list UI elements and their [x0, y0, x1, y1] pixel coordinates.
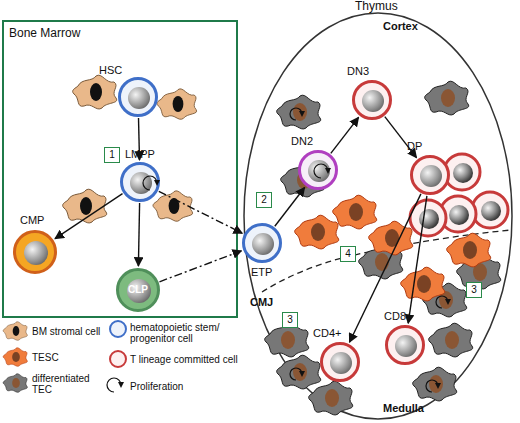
- nucleus: [362, 90, 384, 112]
- nucleus: [395, 335, 417, 357]
- legend-text: Proliferation: [130, 381, 230, 392]
- nucleus: [420, 165, 442, 187]
- nucleus: [130, 172, 152, 194]
- thymus-ellipse: [244, 13, 512, 419]
- callout-number: 1: [104, 147, 120, 163]
- diagram-title: Thymus: [355, 0, 398, 12]
- cell-label: DN2: [291, 135, 313, 147]
- cell-circle: CD4+: [320, 342, 360, 382]
- cell-label: CD8+: [384, 310, 412, 322]
- bm-stroma: [63, 75, 197, 223]
- legend-text: hematopoietic stem/ progenitor cell: [130, 322, 235, 344]
- zone-label: Medulla: [383, 402, 424, 414]
- cell-circle: LMPP: [120, 162, 160, 202]
- migration-arrow: [160, 251, 242, 282]
- legend-text: TESC: [32, 352, 112, 363]
- proliferation-arrow: [107, 378, 121, 392]
- cell-label: LMPP: [125, 148, 155, 160]
- cell-label: ETP: [251, 266, 272, 278]
- cell-label: CD4+: [313, 327, 341, 339]
- proliferation-arrow: [290, 368, 302, 380]
- cell-circle: DN3: [352, 80, 392, 120]
- cell-circle: CD8+: [385, 325, 425, 365]
- cell-circle: DP: [410, 155, 450, 195]
- proliferation-arrow: [436, 296, 448, 308]
- nucleus: [128, 87, 150, 109]
- legend-text: differentiated TEC: [32, 373, 104, 395]
- migration-arrow: [159, 191, 243, 233]
- cell-circle: DN2: [298, 150, 338, 190]
- region-title: Bone Marrow: [9, 26, 80, 40]
- cell-circle: CMP: [13, 230, 57, 274]
- cell-label: CMP: [20, 214, 44, 226]
- cell-label: DN3: [347, 65, 369, 77]
- proliferation-arrow: [290, 108, 302, 120]
- nucleus: [308, 160, 330, 182]
- proliferation-arrow: [426, 380, 438, 392]
- boundary-label: CMJ: [250, 296, 273, 308]
- lineage-arrow: [55, 194, 123, 239]
- callout-number: 4: [340, 246, 356, 262]
- cell-circle: CLP: [116, 268, 160, 312]
- nucleus: [252, 233, 274, 255]
- callout-number: 2: [256, 192, 272, 208]
- cell-label: CLP: [119, 284, 157, 296]
- region-box: Bone MarrowHSC LMPP CMP CLP: [2, 20, 238, 318]
- zone-label: Cortex: [383, 20, 418, 32]
- cell-label: HSC: [99, 64, 122, 76]
- cell-label: DP: [407, 140, 422, 152]
- lineage-arrow: [138, 203, 139, 266]
- legend-text: T lineage committed cell: [130, 354, 255, 365]
- callout-number: 3: [282, 312, 298, 328]
- cell-circle: ETP: [242, 223, 282, 263]
- nucleus: [330, 352, 352, 374]
- cell-circle: HSC: [118, 77, 158, 117]
- callout-number: 3: [466, 282, 482, 298]
- legend-text: BM stromal cell: [32, 326, 112, 337]
- nucleus: [24, 241, 48, 265]
